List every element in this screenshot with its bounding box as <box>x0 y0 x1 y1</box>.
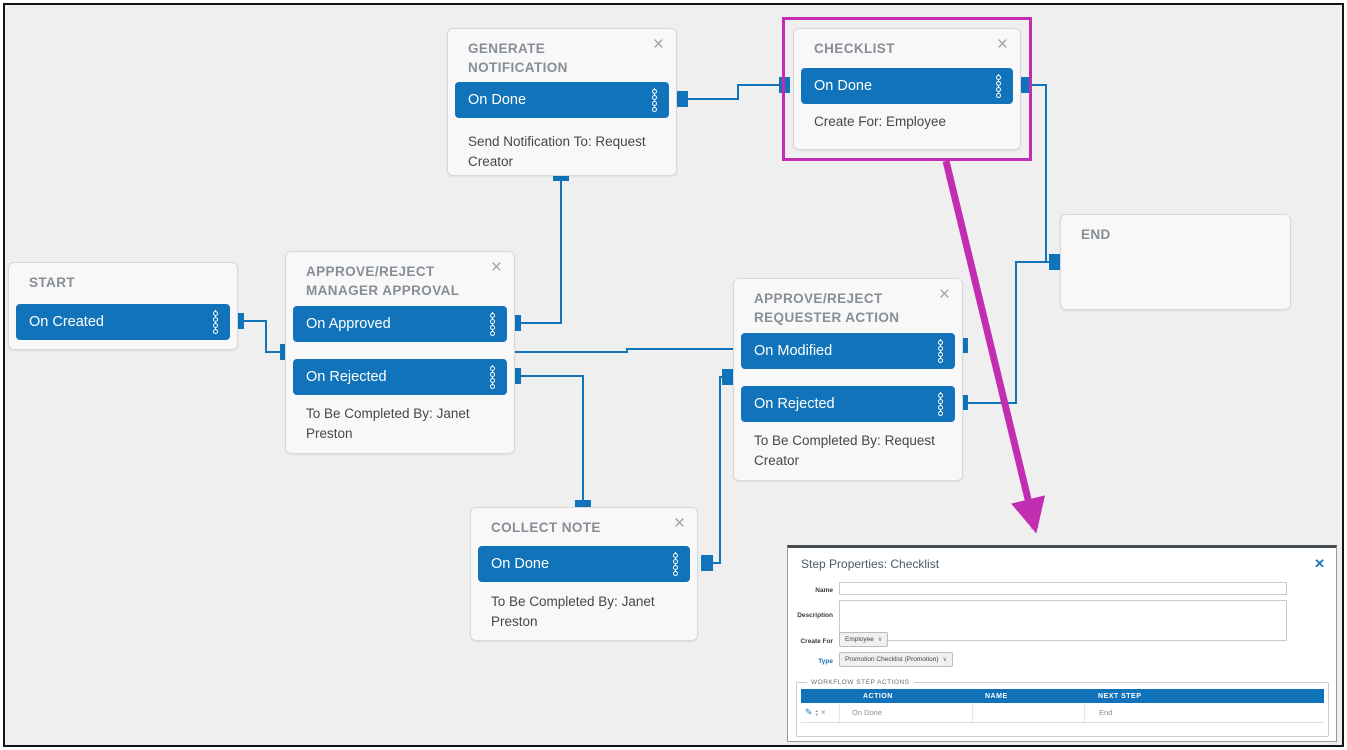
cell-next-step: End <box>1084 703 1324 722</box>
dialog-title: Step Properties: Checklist <box>801 557 940 571</box>
node-title: START <box>29 275 75 290</box>
action-button-oncreated[interactable]: On Created <box>16 304 230 340</box>
workflow-step-actions-section: WORKFLOW STEP ACTIONS ACTION NAME NEXT S… <box>796 679 1329 737</box>
step-actions-table: ACTION NAME NEXT STEP ✎ ▴ ▾ × On Done <box>801 689 1324 723</box>
type-label: Type <box>818 658 833 665</box>
name-label: Name <box>815 587 833 594</box>
header-action: ACTION <box>863 692 893 700</box>
table-header-row: ACTION NAME NEXT STEP <box>801 689 1324 703</box>
action-label: On Rejected <box>754 396 835 412</box>
sort-up-icon[interactable]: ▴ <box>815 707 818 713</box>
cell-action: On Done <box>839 703 972 722</box>
type-value: Promotion Checklist (Promotion) <box>845 656 939 663</box>
row-icons-cell: ✎ ▴ ▾ × <box>801 707 839 718</box>
action-label: On Done <box>491 556 550 572</box>
node-description: To Be Completed By: Janet Preston <box>491 594 655 629</box>
close-icon[interactable]: × <box>938 284 950 305</box>
chevron-down-icon: ∨ <box>877 637 883 643</box>
header-next-step: NEXT STEP <box>1098 692 1142 700</box>
delete-row-icon[interactable]: × <box>820 708 826 717</box>
node-title: APPROVE/REJECT MANAGER APPROVAL <box>306 264 460 298</box>
action-button-onapproved[interactable]: On Approved <box>293 306 507 342</box>
description-input[interactable] <box>839 600 1287 641</box>
action-button-ondone[interactable]: On Done <box>801 68 1013 104</box>
sort-icons[interactable]: ▴ ▾ <box>815 707 818 717</box>
action-button-ondone[interactable]: On Done <box>478 546 690 582</box>
close-icon[interactable]: × <box>490 257 502 278</box>
node-title: END <box>1081 227 1111 242</box>
close-icon[interactable]: × <box>652 34 664 55</box>
drag-handle-icon[interactable] <box>488 311 497 337</box>
table-row[interactable]: ✎ ▴ ▾ × On Done End <box>801 703 1324 723</box>
workflow-node-generate-notification[interactable]: GENERATE NOTIFICATION × On Done Send Not… <box>447 28 677 176</box>
action-button-ondone[interactable]: On Done <box>455 82 669 118</box>
drag-handle-icon[interactable] <box>936 338 945 364</box>
step-properties-dialog[interactable]: Step Properties: Checklist ✕ Name Descri… <box>787 545 1337 742</box>
workflow-node-end[interactable]: END <box>1060 214 1291 310</box>
dialog-close-icon[interactable]: ✕ <box>1314 556 1325 571</box>
workflow-node-collect-note[interactable]: COLLECT NOTE × On Done To Be Completed B… <box>470 507 698 641</box>
create-for-dropdown[interactable]: Employee ∨ <box>839 632 889 647</box>
close-icon[interactable]: × <box>996 34 1008 55</box>
action-label: On Done <box>814 78 873 94</box>
create-for-label: Create For <box>800 638 833 645</box>
cell-name <box>972 703 1084 722</box>
section-legend: WORKFLOW STEP ACTIONS <box>811 679 910 686</box>
drag-handle-icon[interactable] <box>211 309 220 335</box>
action-label: On Done <box>468 92 527 108</box>
header-name: NAME <box>985 692 1008 700</box>
workflow-node-manager-approval[interactable]: APPROVE/REJECT MANAGER APPROVAL × On App… <box>285 251 515 454</box>
node-description: To Be Completed By: Request Creator <box>754 433 935 468</box>
action-label: On Rejected <box>306 369 387 385</box>
node-description: Send Notification To: Request Creator <box>468 134 646 169</box>
create-for-value: Employee <box>845 636 874 643</box>
edit-pencil-icon[interactable]: ✎ <box>805 707 813 717</box>
node-description: To Be Completed By: Janet Preston <box>306 406 470 441</box>
action-label: On Created <box>29 314 104 330</box>
drag-handle-icon[interactable] <box>650 87 659 113</box>
name-input[interactable] <box>839 582 1287 595</box>
action-label: On Approved <box>306 316 391 332</box>
type-dropdown[interactable]: Promotion Checklist (Promotion) ∨ <box>839 652 953 667</box>
node-description: Create For: Employee <box>814 114 947 129</box>
workflow-node-requester-action[interactable]: APPROVE/REJECT REQUESTER ACTION × On Mod… <box>733 278 963 481</box>
action-button-onrejected[interactable]: On Rejected <box>293 359 507 395</box>
node-title: GENERATE NOTIFICATION <box>468 41 568 75</box>
action-button-onrejected[interactable]: On Rejected <box>741 386 955 422</box>
node-title: CHECKLIST <box>814 41 895 56</box>
chevron-down-icon: ∨ <box>942 657 947 663</box>
description-label: Description <box>797 612 833 619</box>
node-title: COLLECT NOTE <box>491 520 601 535</box>
node-title: APPROVE/REJECT REQUESTER ACTION <box>754 291 900 325</box>
workflow-node-checklist[interactable]: CHECKLIST × On Done Create For: Employee <box>793 28 1021 150</box>
workflow-node-start[interactable]: START On Created <box>8 262 238 350</box>
sort-down-icon[interactable]: ▾ <box>815 711 818 717</box>
drag-handle-icon[interactable] <box>671 551 680 577</box>
drag-handle-icon[interactable] <box>488 364 497 390</box>
drag-handle-icon[interactable] <box>936 391 945 417</box>
action-button-onmodified[interactable]: On Modified <box>741 333 955 369</box>
drag-handle-icon[interactable] <box>994 73 1003 99</box>
close-icon[interactable]: × <box>673 513 685 534</box>
action-label: On Modified <box>754 343 833 359</box>
